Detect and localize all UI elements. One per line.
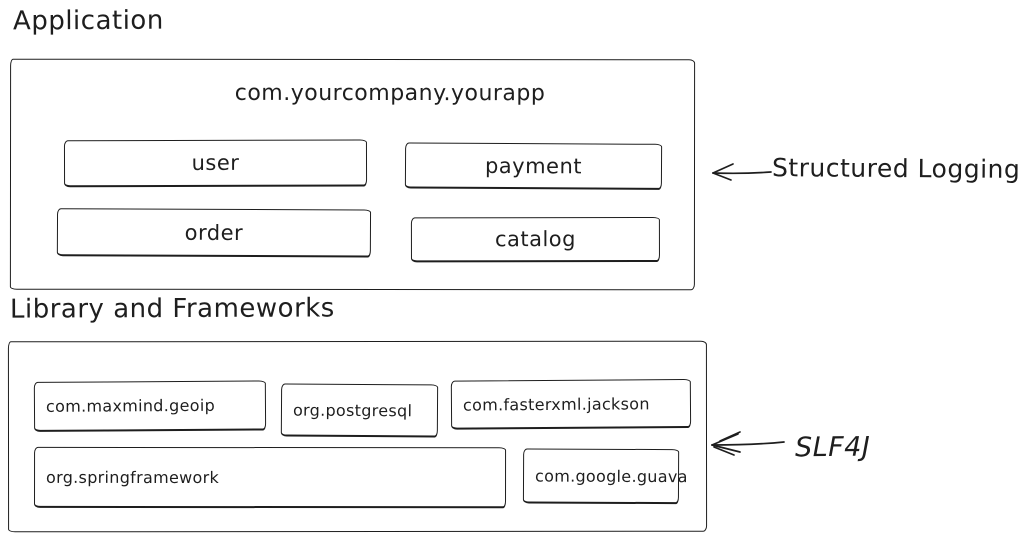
module-box-order: order: [56, 208, 372, 258]
library-box-springframework: org.springframework: [34, 446, 507, 509]
module-box-payment: payment: [404, 142, 663, 190]
library-label-maxmind-geoip: com.maxmind.geoip: [45, 395, 216, 416]
library-box-fasterxml-jackson: com.fasterxml.jackson: [450, 378, 692, 430]
library-label-springframework: org.springframework: [46, 467, 220, 487]
module-label-user: user: [191, 150, 240, 175]
application-box: com.yourcompany.yourapp user payment ord…: [9, 58, 696, 291]
library-box-maxmind-geoip: com.maxmind.geoip: [33, 380, 267, 432]
library-label-google-guava: com.google.guava: [534, 465, 688, 486]
library-box-postgresql: org.postgresql: [280, 383, 439, 438]
libraries-section-title: Library and Frameworks: [9, 293, 335, 325]
module-label-order: order: [184, 220, 244, 245]
library-label-fasterxml-jackson: com.fasterxml.jackson: [462, 393, 650, 415]
left-arrow-icon: [711, 431, 785, 456]
module-box-user: user: [63, 139, 368, 188]
left-arrow-icon: [712, 163, 772, 181]
application-section-title: Application: [12, 5, 164, 37]
module-label-payment: payment: [484, 153, 583, 178]
slf4j-annotation: SLF4J: [794, 431, 871, 464]
library-box-google-guava: com.google.guava: [522, 448, 688, 505]
library-label-postgresql: org.postgresql: [292, 400, 413, 420]
module-box-catalog: catalog: [410, 216, 660, 263]
application-package-label: com.yourcompany.yourapp: [234, 80, 546, 107]
structured-logging-annotation: Structured Logging: [771, 153, 1021, 184]
libraries-box: com.maxmind.geoip org.postgresql com.fas…: [7, 340, 708, 533]
module-label-catalog: catalog: [494, 227, 576, 252]
